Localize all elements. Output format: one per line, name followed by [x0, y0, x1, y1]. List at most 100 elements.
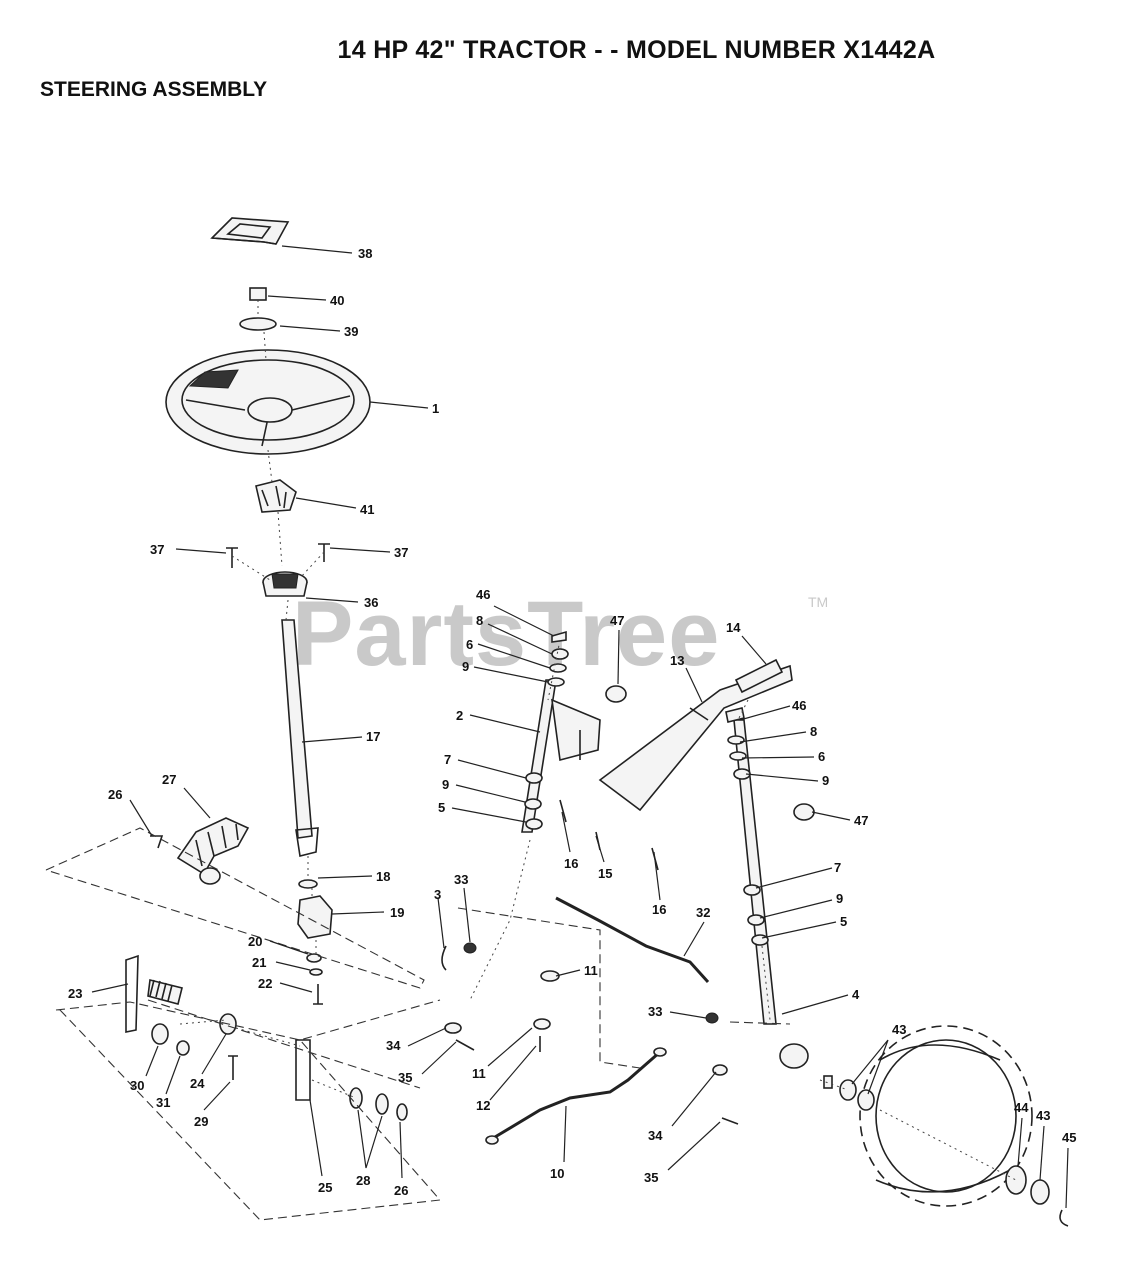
callout-leaders: [91, 245, 1069, 1209]
part-40-nut: [249, 287, 267, 301]
callout-10: 10: [550, 1166, 564, 1181]
callout-7: 7: [444, 752, 451, 767]
part-36-bushing: [262, 571, 308, 597]
callout-1: 1: [432, 401, 439, 416]
callout-33: 33: [454, 872, 468, 887]
callout-33: 33: [648, 1004, 662, 1019]
part-1-steering-wheel: [165, 349, 371, 455]
callout-8: 8: [476, 613, 483, 628]
callout-25: 25: [318, 1180, 332, 1195]
callout-47: 47: [854, 813, 868, 828]
callout-32: 32: [696, 905, 710, 920]
callout-26: 26: [108, 787, 122, 802]
callout-29: 29: [194, 1114, 208, 1129]
part-23-bracket: [125, 954, 183, 1033]
part-20-21-22-fasteners: [306, 953, 323, 1005]
callout-22: 22: [258, 976, 272, 991]
callout-9: 9: [836, 891, 843, 906]
callout-21: 21: [252, 955, 266, 970]
part-10-tie-rod: [485, 1047, 667, 1145]
part-18-washer: [298, 879, 318, 889]
part-29-pin: [228, 1055, 238, 1080]
callout-13: 13: [670, 653, 684, 668]
callout-34: 34: [648, 1128, 663, 1143]
callout-43: 43: [1036, 1108, 1050, 1123]
callout-11: 11: [584, 963, 598, 978]
callout-16: 16: [652, 902, 666, 917]
callout-9: 9: [822, 773, 829, 788]
callout-44: 44: [1014, 1100, 1029, 1115]
part-47-left-fitting: [605, 685, 627, 703]
callout-6: 6: [818, 749, 825, 764]
callout-30: 30: [130, 1078, 144, 1093]
callout-37: 37: [394, 545, 408, 560]
part-46-8-6-9-left-bushings: [547, 630, 569, 687]
callout-36: 36: [364, 595, 378, 610]
callout-9: 9: [442, 777, 449, 792]
callout-27: 27: [162, 772, 176, 787]
callout-46: 46: [792, 698, 806, 713]
callout-38: 38: [358, 246, 372, 261]
callout-5: 5: [840, 914, 847, 929]
callout-35: 35: [644, 1170, 658, 1185]
part-33-34-35-11-fasteners: [444, 942, 739, 1125]
part-2-left-spindle: [521, 679, 601, 833]
part-right-spindle: [725, 707, 815, 1069]
callout-12: 12: [476, 1098, 490, 1113]
callout-19: 19: [390, 905, 404, 920]
callout-40: 40: [330, 293, 344, 308]
callout-9: 9: [462, 659, 469, 674]
callout-45: 45: [1062, 1130, 1076, 1145]
part-28-26-bushings: [349, 1087, 408, 1121]
callout-16: 16: [564, 856, 578, 871]
part-19-block: [297, 895, 333, 939]
part-3-clip: [441, 945, 447, 971]
part-26-bolt-top: [150, 835, 164, 849]
page-title: 14 HP 42" TRACTOR - - MODEL NUMBER X1442…: [337, 36, 936, 64]
part-7-9-5-left-washers: [524, 772, 543, 830]
watermark-logo: PartsTree: [292, 583, 721, 685]
part-39-washer: [239, 317, 277, 331]
callout-39: 39: [344, 324, 358, 339]
part-27-gear: [176, 817, 250, 885]
section-title: STEERING ASSEMBLY: [40, 78, 268, 101]
callout-20: 20: [248, 934, 262, 949]
callout-15: 15: [598, 866, 612, 881]
callout-41: 41: [360, 502, 374, 517]
callout-34: 34: [386, 1038, 401, 1053]
frame-outline: [45, 827, 791, 1221]
part-32-drag-link: [555, 896, 710, 984]
callout-4: 4: [852, 987, 860, 1002]
callout-5: 5: [438, 800, 445, 815]
callout-7: 7: [834, 860, 841, 875]
part-43-44-45-hub-washers: [823, 1075, 1069, 1227]
callout-3: 3: [434, 887, 441, 902]
assembly-center-lines: [179, 300, 1017, 1181]
callout-6: 6: [466, 637, 473, 652]
part-41-adapter: [255, 479, 297, 513]
callout-26: 26: [394, 1183, 408, 1198]
part-37-bolts: [226, 543, 330, 568]
callout-46: 46: [476, 587, 490, 602]
callout-47: 47: [610, 613, 624, 628]
trademark-mark: TM: [808, 594, 829, 610]
part-30-31-washers: [151, 1023, 190, 1056]
callout-35: 35: [398, 1070, 412, 1085]
callout-11: 11: [472, 1066, 486, 1081]
callout-8: 8: [810, 724, 817, 739]
part-wheel-tire: [859, 1025, 1033, 1207]
callout-17: 17: [366, 729, 380, 744]
part-13-14-axle: [598, 658, 793, 812]
callout-37: 37: [150, 542, 164, 557]
callout-24: 24: [190, 1076, 205, 1091]
callout-31: 31: [156, 1095, 170, 1110]
callout-23: 23: [68, 986, 82, 1001]
callout-2: 2: [456, 708, 463, 723]
callout-14: 14: [726, 620, 741, 635]
part-17-steering-shaft: [281, 619, 319, 857]
callout-43: 43: [892, 1022, 906, 1037]
callout-labels: 38 40 39 1 41 37 37 36 17 27 26 18 19 20…: [68, 246, 1076, 1198]
callout-18: 18: [376, 869, 390, 884]
part-38-steering-cap: [210, 217, 290, 245]
